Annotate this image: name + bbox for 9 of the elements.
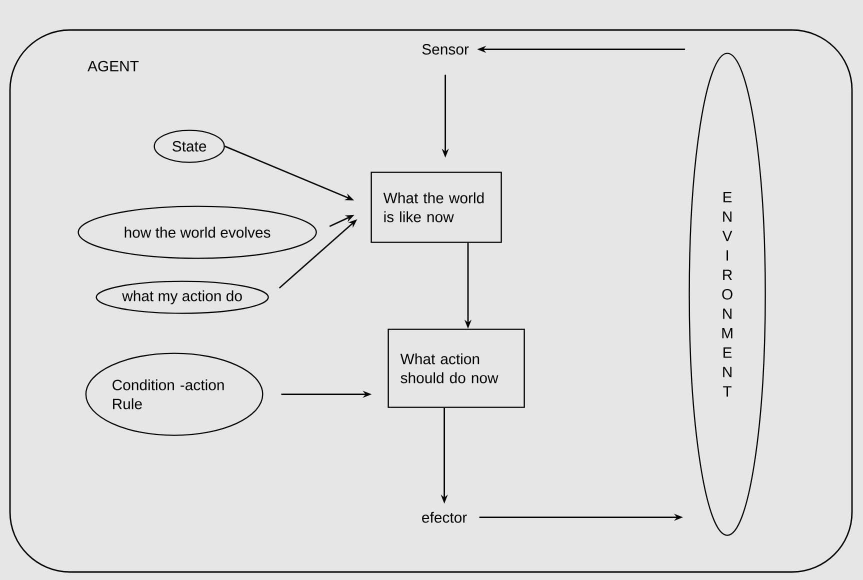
ellipse-node: what my action do	[96, 280, 269, 314]
text-label: Sensor	[422, 44, 469, 55]
ellipse-node: how the world evolves	[78, 206, 317, 259]
ellipse-node: State	[154, 130, 225, 163]
process-box: What the world is like now	[370, 172, 502, 243]
text-label: efector	[422, 512, 467, 523]
process-box: What action should do now	[388, 328, 525, 408]
ellipse-node: ENVIRONMENT	[688, 52, 766, 536]
ellipse-node: Condition -action Rule	[85, 352, 264, 436]
